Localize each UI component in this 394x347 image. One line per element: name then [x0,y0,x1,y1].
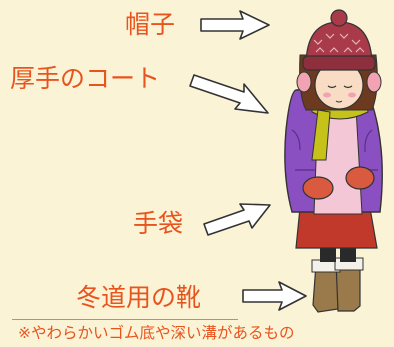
hat-label: 帽子 [125,10,176,39]
boots-underline [12,319,238,320]
boots-note: ※やわらかいゴム底や深い溝があるもの [18,324,295,342]
gloves-label: 手袋 [133,209,184,238]
gloves-arrow-icon [203,203,271,236]
hat-arrow-icon [200,10,270,40]
coat-arrow-icon [189,74,269,114]
boots-arrow-icon [242,281,307,311]
boots-label: 冬道用の靴 [76,283,202,312]
boots-graphic [311,257,364,313]
coat-label: 厚手のコート [10,64,161,93]
